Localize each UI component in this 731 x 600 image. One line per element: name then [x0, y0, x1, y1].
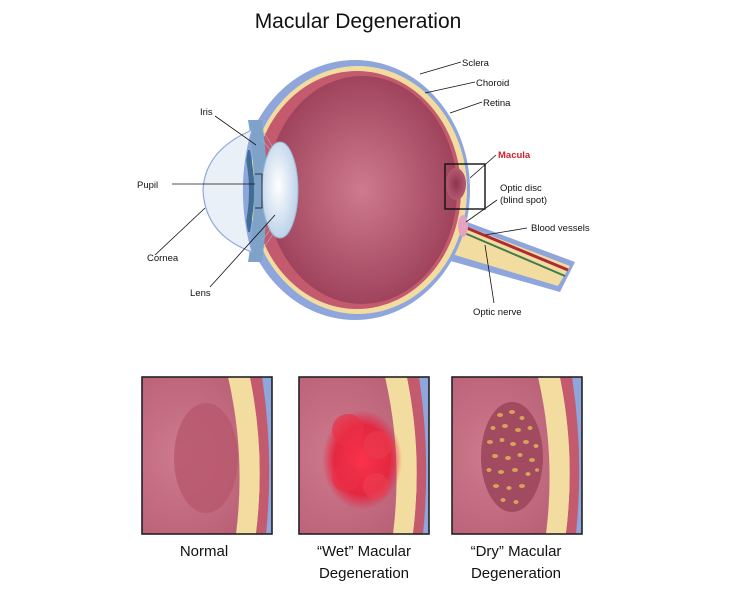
optic-disc — [458, 215, 468, 237]
panel-wet — [298, 376, 430, 535]
eye-cross-section — [202, 60, 575, 320]
panel-dry — [451, 376, 583, 535]
label-lens: Lens — [190, 288, 211, 299]
label-cornea: Cornea — [147, 253, 179, 264]
label-retina: Retina — [483, 98, 511, 109]
label-macula: Macula — [498, 150, 531, 161]
pupil-bracket — [255, 173, 263, 209]
label-choroid: Choroid — [476, 78, 509, 89]
panel-caption-normal: Normal — [180, 543, 228, 560]
ciliary-body — [248, 120, 267, 262]
diagram-title: Macular Degeneration — [255, 10, 462, 33]
panel-normal — [141, 376, 273, 535]
vitreous-body — [267, 76, 457, 304]
label-optic-nerve: Optic nerve — [473, 307, 522, 318]
panel-caption-dry-line1: “Dry” Macular — [471, 543, 562, 560]
macula-spot — [446, 168, 466, 200]
panel-caption-wet-line1: “Wet” Macular — [317, 543, 411, 560]
macula-callout-box — [444, 163, 486, 210]
label-optic-disc: Optic disc — [500, 183, 542, 194]
panel-caption-dry-line2: Degeneration — [471, 565, 561, 582]
panel-caption-wet-line2: Degeneration — [319, 565, 409, 582]
normal-macula — [174, 403, 238, 513]
dry-drusen-deposits — [486, 410, 539, 504]
label-blood-vessels: Blood vessels — [531, 223, 590, 234]
label-pupil: Pupil — [137, 180, 158, 191]
label-sclera: Sclera — [462, 58, 490, 69]
iris — [244, 150, 254, 232]
leader-lines — [154, 61, 528, 304]
label-iris: Iris — [200, 107, 213, 118]
blood-vessel-red — [461, 224, 569, 272]
wet-hemorrhage — [322, 410, 402, 510]
blood-vessel-green — [461, 231, 566, 277]
label-optic-disc-note: (blind spot) — [500, 195, 547, 206]
